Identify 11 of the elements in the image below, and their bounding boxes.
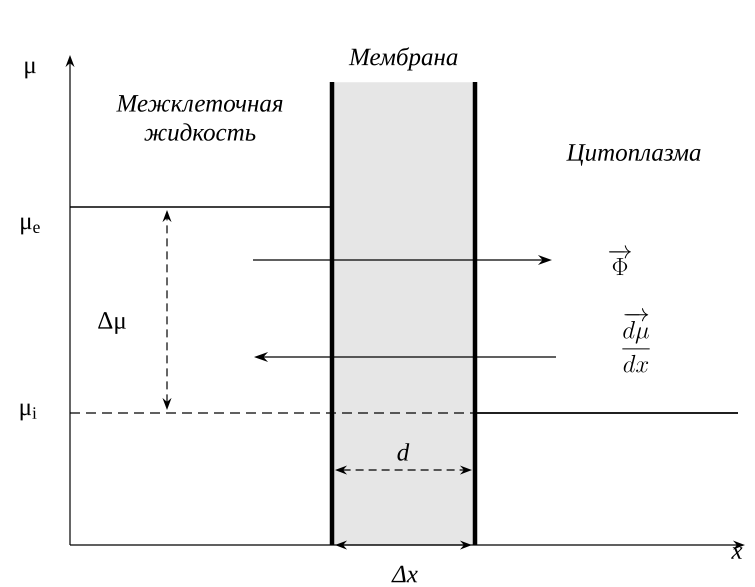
flux-label: $\overrightarrow{\Phi}$ [608, 245, 632, 276]
axis-label: x [731, 547, 742, 559]
difference-label: Δμ [98, 312, 126, 334]
axis-label: μ [25, 62, 36, 78]
region-label: Межклеточная жидкость [116, 95, 282, 141]
level-label: μ$_{e}$ [21, 218, 40, 234]
gradient-label: $\dfrac{\overrightarrow{d\mu}}{dx}$ [622, 308, 650, 372]
region-label: Цитоплазма [566, 144, 701, 166]
node-label: Мембрана [348, 47, 458, 70]
level-label: μ$_{i}$ [20, 404, 37, 420]
thickness-label: d [398, 443, 410, 461]
